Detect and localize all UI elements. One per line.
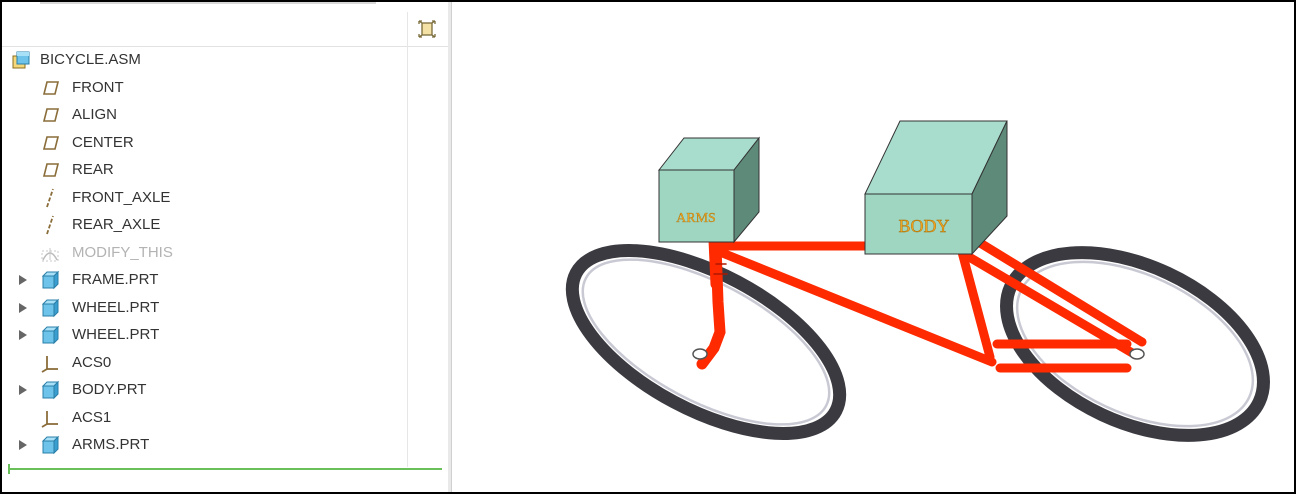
panel-splitter-edge xyxy=(451,2,452,492)
tree-item-label: FRONT_AXLE xyxy=(72,188,171,206)
expand-arrow-icon[interactable] xyxy=(18,432,28,458)
front-wheel[interactable] xyxy=(544,213,867,471)
datum-plane-icon xyxy=(39,159,61,181)
front-hub xyxy=(692,348,708,360)
header-divider xyxy=(40,2,376,4)
tree-column-divider xyxy=(407,12,408,467)
expand-arrow-icon[interactable] xyxy=(18,377,28,403)
seat-stay-right xyxy=(967,233,1147,347)
skeleton-icon xyxy=(39,242,61,264)
model-tree-panel: BICYCLE.ASM FRONT ALIGN CENTER REAR FRONT_AXL… xyxy=(2,2,448,492)
datum-plane-icon xyxy=(39,132,61,154)
model-tree-header xyxy=(2,2,448,47)
down-tube xyxy=(715,247,997,367)
tree-item-acs1[interactable]: ACS1 xyxy=(2,405,402,431)
insert-here-line[interactable] xyxy=(8,468,442,470)
arms-box[interactable]: ARMS xyxy=(657,136,761,244)
tree-item-label: ARMS.PRT xyxy=(72,436,150,453)
part-icon xyxy=(39,297,61,319)
expand-arrow-icon[interactable] xyxy=(18,267,28,293)
tree-item-label: ACS1 xyxy=(72,408,112,426)
tree-item-bicycle-asm[interactable]: BICYCLE.ASM xyxy=(2,47,402,73)
tree-settings-button[interactable] xyxy=(414,18,440,44)
tree-item-wheel-prt[interactable]: WHEEL.PRT xyxy=(2,295,402,321)
expand-arrow-icon[interactable] xyxy=(18,322,28,348)
part-icon xyxy=(39,324,61,346)
tree-item-label: FRAME.PRT xyxy=(72,271,159,288)
arms-box-label: ARMS xyxy=(676,211,716,226)
tree-item-rear-axle[interactable]: REAR_AXLE xyxy=(2,212,402,238)
tree-item-label: REAR_AXLE xyxy=(72,216,161,233)
tree-item-label: WHEEL.PRT xyxy=(72,298,160,316)
graphics-viewport[interactable]: ARMS BODY xyxy=(452,2,1294,492)
panel-splitter[interactable] xyxy=(448,2,451,492)
datum-plane-icon xyxy=(39,104,61,126)
tree-item-arms-prt[interactable]: ARMS.PRT xyxy=(2,432,402,458)
part-icon xyxy=(39,269,61,291)
tree-item-label: MODIFY_THIS xyxy=(72,243,173,261)
seat-tube xyxy=(957,247,995,362)
coordinate-system-icon xyxy=(39,352,61,374)
tree-item-acs0[interactable]: ACS0 xyxy=(2,350,402,376)
part-icon xyxy=(39,379,61,401)
coordinate-system-icon xyxy=(39,407,61,429)
expand-arrow-icon[interactable] xyxy=(18,295,28,321)
tree-item-frame-prt[interactable]: FRAME.PRT xyxy=(2,267,402,293)
part-icon xyxy=(39,434,61,456)
tree-item-modify-this[interactable]: MODIFY_THIS xyxy=(2,240,402,266)
tree-item-align[interactable]: ALIGN xyxy=(2,102,402,128)
datum-axis-icon xyxy=(39,214,61,236)
assembly-icon xyxy=(10,49,32,71)
tree-item-wheel-prt[interactable]: WHEEL.PRT xyxy=(2,322,402,348)
tree-item-label: REAR xyxy=(72,161,114,178)
rear-hub xyxy=(1129,348,1145,360)
tree-item-label: ACS0 xyxy=(72,353,112,371)
body-box-label: BODY xyxy=(898,216,949,236)
tree-item-front[interactable]: FRONT xyxy=(2,75,402,101)
tree-settings-icon xyxy=(417,19,437,44)
head-tube xyxy=(708,234,722,290)
bicycle-3d-model[interactable]: ARMS BODY xyxy=(452,2,1294,492)
tree-item-label: FRONT xyxy=(72,78,124,96)
tree-item-label: BODY.PRT xyxy=(72,381,147,398)
datum-axis-icon xyxy=(39,187,61,209)
tree-item-rear[interactable]: REAR xyxy=(2,157,402,183)
seat-stay-left xyxy=(959,249,1139,359)
tree-item-body-prt[interactable]: BODY.PRT xyxy=(2,377,402,403)
body-box[interactable]: BODY xyxy=(864,120,1008,256)
tree-item-label: ALIGN xyxy=(72,106,118,123)
tree-item-label: CENTER xyxy=(72,133,134,151)
tree-item-label: BICYCLE.ASM xyxy=(40,51,141,68)
tree-item-label: WHEEL.PRT xyxy=(72,326,160,343)
tree-item-front-axle[interactable]: FRONT_AXLE xyxy=(2,185,402,211)
tree-item-center[interactable]: CENTER xyxy=(2,130,402,156)
datum-plane-icon xyxy=(39,77,61,99)
